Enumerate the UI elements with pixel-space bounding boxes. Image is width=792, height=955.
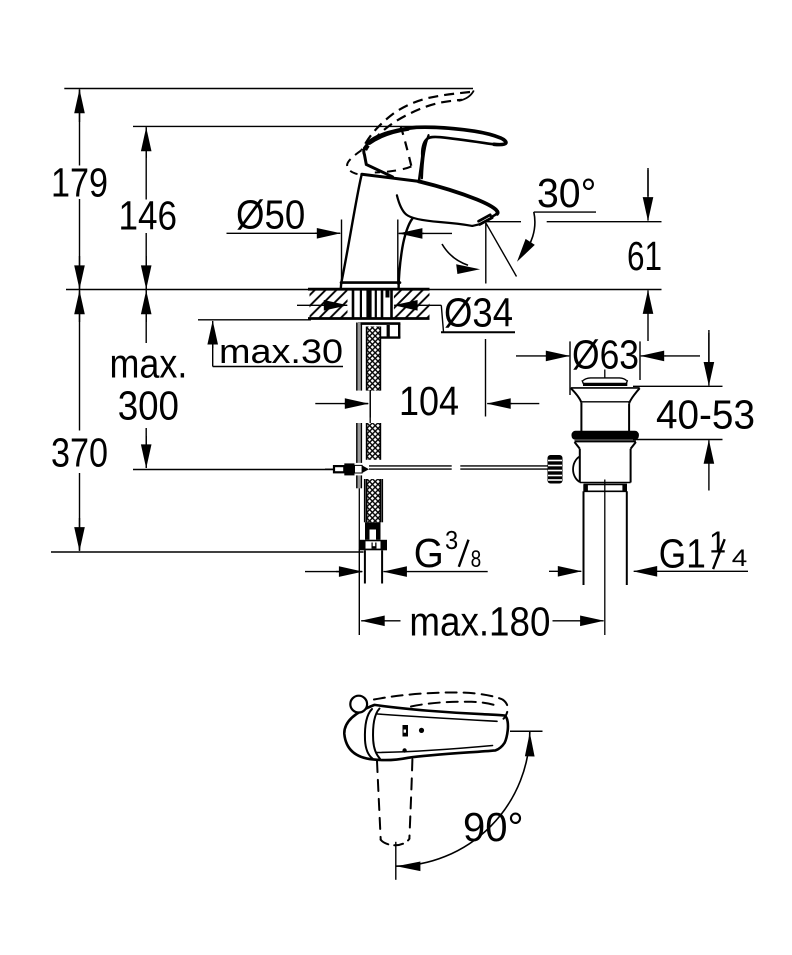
svg-text:146: 146 (119, 193, 178, 239)
svg-text:370: 370 (51, 430, 108, 476)
svg-text:max.180: max.180 (409, 598, 550, 644)
svg-text:179: 179 (51, 159, 108, 205)
svg-text:104: 104 (399, 378, 459, 424)
svg-text:Ø63: Ø63 (572, 332, 639, 378)
svg-text:300: 300 (118, 383, 179, 429)
svg-text:max.30: max.30 (219, 333, 343, 371)
svg-text:Ø50: Ø50 (236, 191, 305, 237)
svg-text:90°: 90° (463, 804, 524, 850)
svg-text:G1: G1 (659, 531, 706, 577)
svg-text:61: 61 (627, 233, 662, 279)
svg-text:3: 3 (445, 525, 458, 555)
svg-text:G: G (414, 530, 444, 576)
svg-text:max.: max. (110, 340, 188, 386)
svg-text:Ø34: Ø34 (444, 290, 513, 336)
svg-text:4: 4 (732, 545, 748, 572)
svg-text:8: 8 (471, 546, 482, 573)
svg-text:40-53: 40-53 (656, 391, 755, 437)
svg-text:1: 1 (709, 524, 726, 559)
svg-text:30°: 30° (537, 170, 596, 216)
